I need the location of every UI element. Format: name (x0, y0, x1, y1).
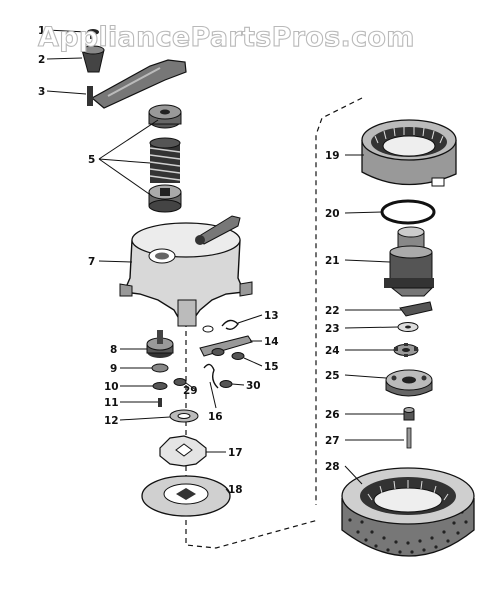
part-19-ring-gear (361, 119, 457, 187)
part-2-knob (81, 45, 105, 73)
callout-21: 21 (325, 255, 340, 267)
callout-26: 26 (325, 409, 340, 421)
callout-14: 14 (264, 336, 279, 348)
part-15-washer (231, 352, 245, 360)
part-8-gear (146, 330, 174, 358)
callout-1: 1 (38, 25, 45, 37)
callout-2: 2 (38, 54, 45, 66)
part-18-disk (141, 475, 231, 517)
part-11-pin (158, 398, 162, 407)
part-30-washer (219, 380, 233, 388)
callout-8: 8 (110, 344, 117, 356)
part-9-washer (151, 363, 169, 373)
callout-17: 17 (228, 447, 243, 459)
part-29-washer (173, 378, 187, 386)
part-27-pin (406, 427, 412, 449)
callout-22: 22 (325, 305, 340, 317)
callout-10: 10 (104, 381, 119, 393)
callout-24: 24 (325, 345, 340, 357)
part-16-spring (203, 363, 219, 389)
watermark-text: AppliancePartsPros.com (38, 22, 415, 53)
callout-23: 23 (325, 323, 340, 335)
part-21-motor (384, 226, 434, 297)
callout-13: 13 (264, 310, 279, 322)
assembly-dashed-line-lower (185, 322, 319, 549)
part-20-o-ring (380, 199, 436, 225)
callout-28: 28 (325, 461, 340, 473)
part-1-screw (87, 29, 99, 39)
leader-lines (46, 29, 404, 495)
callout-25: 25 (325, 370, 340, 382)
part-28-grinding-wheel (341, 467, 475, 557)
callout-12: 12 (104, 415, 119, 427)
callout-27: 27 (325, 435, 340, 447)
callout-30: 30 (246, 380, 261, 392)
callout-5: 5 (88, 154, 95, 166)
part-12-washer (169, 409, 199, 423)
part-25-carrier (385, 369, 433, 397)
callout-19: 19 (325, 150, 340, 162)
callout-3: 3 (38, 86, 45, 98)
callout-16: 16 (208, 411, 223, 423)
callout-20: 20 (325, 208, 340, 220)
callout-15: 15 (264, 361, 279, 373)
callout-18: 18 (228, 484, 243, 496)
callout-29: 29 (183, 385, 198, 397)
callout-9: 9 (110, 363, 117, 375)
part-5-spring-assembly (148, 104, 182, 213)
part-23-washer (397, 322, 419, 332)
part-10-washer (152, 382, 168, 390)
part-26-nut (403, 407, 415, 421)
part-3-handle-arm (87, 59, 187, 109)
assembly-dashed-line (315, 97, 363, 505)
part-22-clip (399, 301, 433, 317)
part-13-spring-clip (202, 319, 239, 333)
callout-11: 11 (104, 397, 119, 409)
callout-7: 7 (88, 256, 95, 268)
part-24-small-gear (393, 343, 419, 357)
part-7-housing (119, 215, 253, 327)
part-14-link-arm (199, 335, 253, 357)
part-17-plate (159, 435, 207, 467)
callout-labels: 1 2 3 5 7 8 9 10 11 12 13 14 15 16 17 18… (38, 25, 340, 496)
